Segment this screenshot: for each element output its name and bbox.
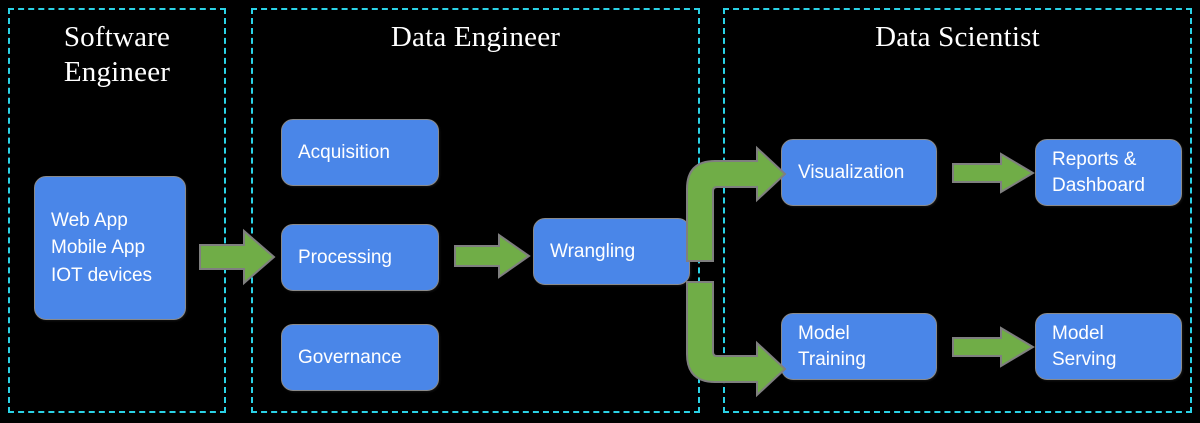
node-processing[interactable]: Processing bbox=[281, 224, 439, 291]
node-reports-dashboard[interactable]: Reports & Dashboard bbox=[1035, 139, 1182, 206]
arrow-processing-to-wrangling bbox=[454, 233, 531, 279]
arrow-sources-to-processing bbox=[199, 228, 276, 286]
node-wrangling[interactable]: Wrangling bbox=[533, 218, 690, 285]
arrow-wrangling-to-visualization bbox=[686, 145, 787, 262]
arrow-visualization-to-reports bbox=[952, 152, 1035, 194]
panel-software-engineer bbox=[8, 8, 226, 413]
arrow-wrangling-to-model-training bbox=[686, 281, 787, 398]
panel-data-scientist bbox=[723, 8, 1192, 413]
node-governance[interactable]: Governance bbox=[281, 324, 439, 391]
arrow-model-training-to-model-serving bbox=[952, 326, 1035, 368]
node-model-serving[interactable]: Model Serving bbox=[1035, 313, 1182, 380]
node-acquisition[interactable]: Acquisition bbox=[281, 119, 439, 186]
node-sources[interactable]: Web App Mobile App IOT devices bbox=[34, 176, 186, 320]
node-visualization[interactable]: Visualization bbox=[781, 139, 937, 206]
node-model-training[interactable]: Model Training bbox=[781, 313, 937, 380]
